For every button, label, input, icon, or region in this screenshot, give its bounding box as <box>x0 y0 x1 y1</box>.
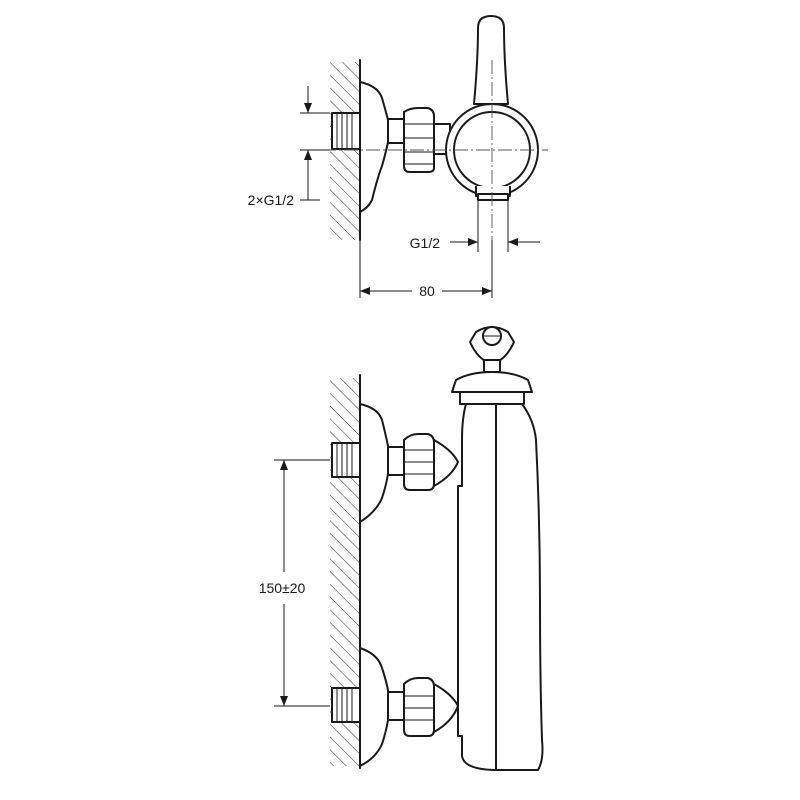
front-view: 150±20 <box>259 327 543 770</box>
top-knob <box>470 327 514 364</box>
hex-nut-lower <box>404 678 434 736</box>
inlet-pipe-lower <box>332 688 360 722</box>
inlet-thread-label: 2×G1/2 <box>248 192 295 208</box>
top-cap <box>452 372 532 392</box>
hex-nut-upper <box>404 434 434 490</box>
lever-handle <box>474 16 508 104</box>
outlet-thread-label: G1/2 <box>410 235 441 251</box>
connector-neck-top <box>388 119 404 143</box>
inlet-pipe-upper <box>332 443 360 477</box>
escutcheon-lower <box>360 648 388 766</box>
escutcheon-upper <box>360 404 388 522</box>
thermostat-body <box>458 404 543 770</box>
escutcheon-top <box>360 82 388 212</box>
wall-hatching-top <box>330 62 360 240</box>
inlet-pipe-top <box>332 113 360 149</box>
side-view: 2×G1/2 G1/2 80 <box>248 16 548 299</box>
inlet-thread-dimension: 2×G1/2 <box>248 86 330 208</box>
inlet-spacing-label: 150±20 <box>259 580 306 596</box>
inlet-spacing-dimension: 150±20 <box>259 460 330 706</box>
hex-nut-top <box>404 108 434 172</box>
projection-label: 80 <box>419 283 435 299</box>
outlet-thread-dimension: G1/2 <box>410 200 540 252</box>
